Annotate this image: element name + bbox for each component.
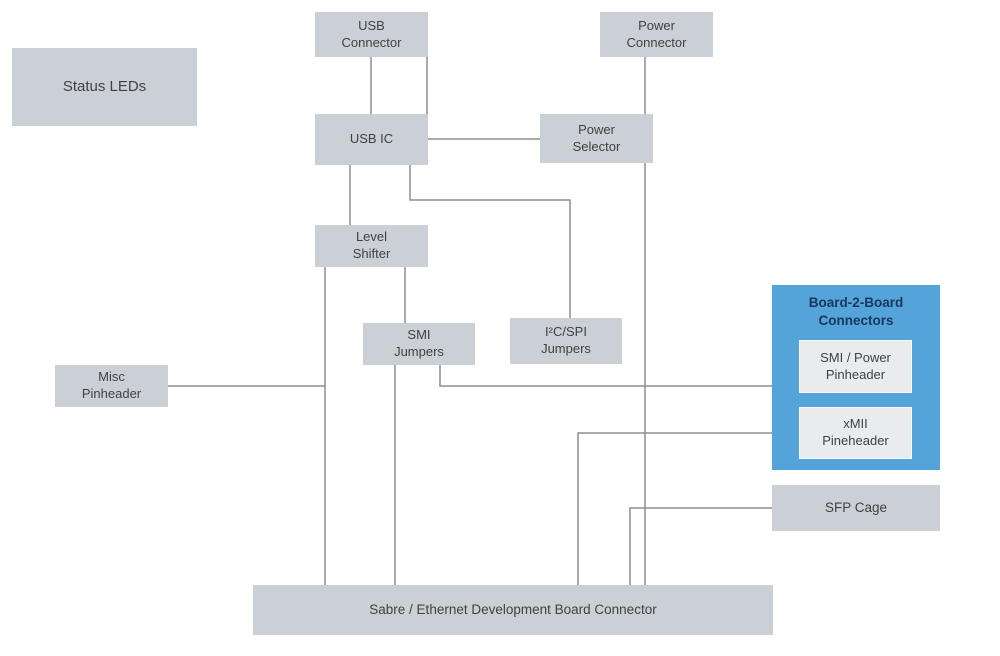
node-usb-ic: USB IC: [315, 114, 428, 165]
node-status-leds: Status LEDs: [12, 48, 197, 126]
board-2-board-title: Board-2-Board Connectors: [808, 295, 904, 328]
edge-sfp-cage-to-sabre: [629, 507, 772, 585]
node-power-selector: Power Selector: [540, 114, 653, 163]
node-smi-power-pinheader: SMI / Power Pinheader: [799, 340, 912, 393]
node-sfp-cage: SFP Cage: [772, 485, 940, 531]
node-level-shifter: Level Shifter: [315, 225, 428, 267]
edge-xmii-to-sabre: [577, 432, 772, 585]
node-i2c-spi-jumpers: I²C/SPI Jumpers: [510, 318, 622, 364]
edge-smi-jumpers-to-board2board: [439, 365, 772, 387]
node-xmii-pineheader: xMII Pineheader: [799, 407, 912, 459]
node-usb-connector: USB Connector: [315, 12, 428, 57]
node-sabre-ethernet-dev-board-connector: Sabre / Ethernet Development Board Conne…: [253, 585, 773, 635]
edge-usb-ic-to-i2c-spi-jumpers: [409, 165, 571, 318]
node-misc-pinheader: Misc Pinheader: [55, 365, 168, 407]
node-power-connector: Power Connector: [600, 12, 713, 57]
edge-usb-connector-to-power-selector: [426, 57, 540, 140]
node-smi-jumpers: SMI Jumpers: [363, 323, 475, 365]
node-board-2-board-connectors: Board-2-Board Connectors SMI / Power Pin…: [772, 285, 940, 470]
